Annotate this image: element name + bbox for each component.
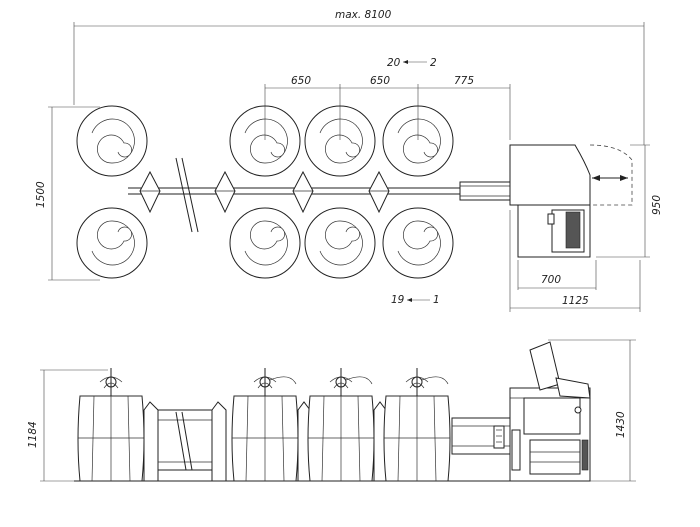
total-height-label: 1430 [615,411,627,438]
dimension-spacing: 650 650 775 [264,75,511,140]
dimension-barrel-height: 1184 [27,369,108,482]
unit-depth-label-1: 700 [541,274,561,286]
index-bottom-end: 1 [433,294,440,306]
spacing-label-1: 650 [291,75,311,87]
overall-length-label: max. 8100 [335,9,392,21]
spreaders [139,170,390,214]
dimension-width: 1500 [35,106,100,281]
barrel-1 [77,368,145,482]
index-bottom-start: 19 [391,294,405,306]
top-view: max. 8100 20 2 650 650 775 1500 [35,9,663,312]
dimension-total-height: 1430 [548,339,636,482]
feed-tube [451,417,511,455]
barrel-3 [307,368,375,482]
spacing-label-3: 775 [454,75,474,87]
dimension-unit-width: 950 [596,144,663,258]
coils-bottom-row [76,207,454,279]
index-bottom-row: 19 1 [391,294,440,306]
spacing-label-2: 650 [370,75,390,87]
barrel-2 [231,368,299,482]
index-top-end: 2 [430,57,437,69]
index-top-start: 20 [387,57,401,69]
barrel-4 [383,368,451,482]
dimension-unit-depth: 700 1125 [509,210,641,312]
index-top-row: 20 2 [387,57,437,69]
unit-depth-label-2: 1125 [562,295,589,307]
dimension-overall-length: max. 8100 [73,9,645,145]
width-label: 1500 [35,181,47,208]
side-view: 1184 1430 [27,339,636,482]
unit-width-label: 950 [651,195,663,215]
connector-1 [143,401,227,482]
coils-top-row [76,105,454,177]
barrel-height-label: 1184 [27,421,39,448]
machine-unit-side [509,341,591,482]
machine-unit-top [509,144,633,258]
